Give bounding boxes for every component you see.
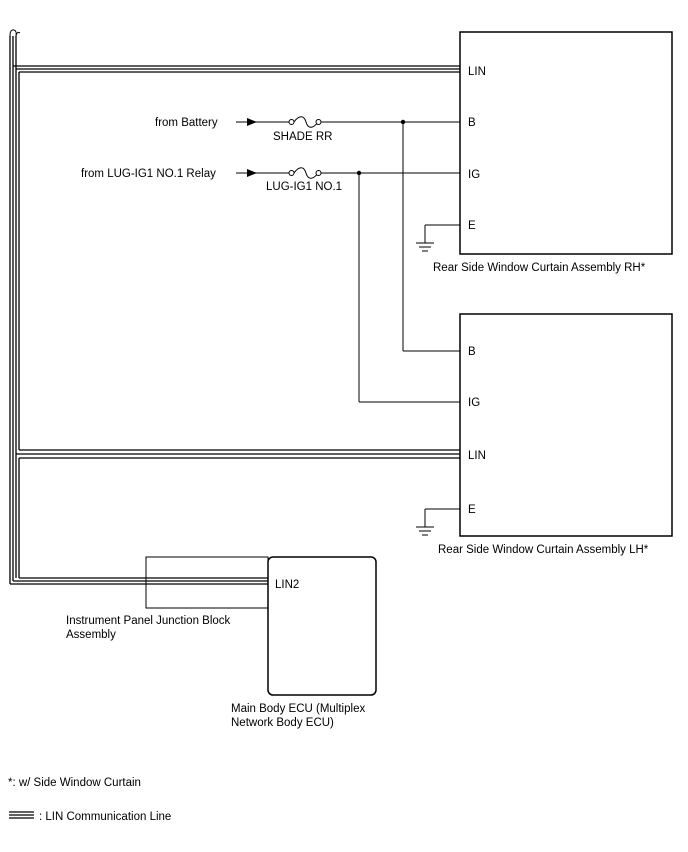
source-ig-relay-label: from LUG-IG1 NO.1 Relay (81, 168, 216, 180)
rh-pin-b: B (468, 117, 476, 129)
splice-point (400, 119, 406, 125)
main-body-ecu-caption-line1: Main Body ECU (Multiplex (231, 703, 365, 715)
lh-pin-lin: LIN (468, 450, 486, 462)
rh-assembly-caption: Rear Side Window Curtain Assembly RH* (433, 262, 646, 274)
fuse-lug-ig1-label: LUG-IG1 NO.1 (266, 181, 342, 193)
legend-lin-line-label: : LIN Communication Line (39, 811, 171, 823)
fuse-shade-rr-icon (288, 116, 322, 128)
fuse-shade-rr-label: SHADE RR (273, 131, 332, 143)
lh-pin-e: E (468, 504, 476, 516)
rh-pin-lin: LIN (468, 66, 486, 78)
fuse-lug-ig1-icon (288, 167, 322, 179)
battery-arrow-icon (247, 118, 257, 126)
junction-block-box (145, 556, 269, 609)
power-wiring (236, 121, 460, 536)
junction-block-caption-line1: Instrument Panel Junction Block (66, 615, 231, 627)
main-body-ecu-box (267, 556, 377, 696)
rh-pin-e: E (468, 220, 476, 232)
source-battery-label: from Battery (155, 117, 218, 129)
footnote: *: w/ Side Window Curtain (8, 777, 141, 789)
junction-block-caption-line2: Assembly (66, 629, 116, 641)
ig-relay-arrow-icon (247, 169, 257, 177)
lh-pin-b: B (468, 346, 476, 358)
lin-bus (9, 29, 460, 585)
rh-assembly-box (459, 31, 673, 255)
ecu-pin-lin2: LIN2 (275, 579, 299, 591)
rh-pin-ig: IG (468, 169, 480, 181)
lh-assembly-box (459, 313, 673, 537)
lh-assembly-caption: Rear Side Window Curtain Assembly LH* (438, 544, 649, 556)
legend-lin-line-icon (9, 811, 34, 819)
main-body-ecu-caption-line2: Network Body ECU) (231, 717, 334, 729)
splice-point (356, 170, 362, 176)
lh-assembly: B IG LIN E Rear Side Window Curtain Asse… (438, 313, 673, 556)
lh-pin-ig: IG (468, 397, 480, 409)
rh-assembly: LIN B IG E Rear Side Window Curtain Asse… (433, 31, 673, 274)
